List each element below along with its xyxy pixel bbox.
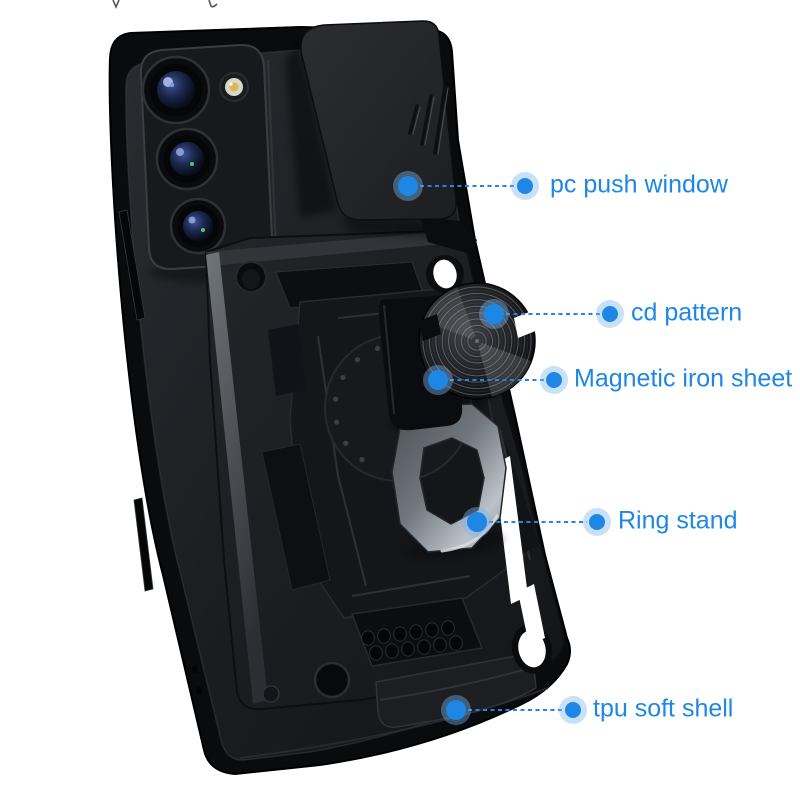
disc-notch-left (419, 314, 441, 341)
plate-left-bevel (206, 252, 268, 704)
cylinder-edge-highlight (383, 304, 395, 415)
slide-cover-plate (300, 20, 457, 221)
cd-pattern-disc (418, 282, 538, 400)
camera-lens-3 (169, 197, 227, 255)
bottom-rim-line (239, 687, 549, 759)
slide-cover (285, 20, 477, 254)
facet-recess-left (268, 324, 306, 396)
plate-top-bevel (206, 230, 464, 266)
mount-rivets (333, 342, 403, 463)
tpu-panel-line (379, 667, 531, 701)
facet-recess-n (261, 443, 331, 591)
small-screw (262, 685, 280, 703)
slide-cover-shadow (285, 40, 336, 218)
vent-sliver-2 (518, 584, 545, 645)
grip-lines (408, 85, 449, 155)
camera-lens-2 (155, 127, 219, 191)
slide-rail-corner (420, 216, 477, 254)
facet-wing-right (505, 440, 540, 555)
disc-center-dot (475, 339, 479, 343)
bottom-button (313, 661, 351, 699)
island-edge-highlight (267, 59, 277, 251)
camera-lens-1 (141, 55, 211, 125)
camera-flash (219, 72, 249, 102)
corner-hole-top-right (426, 255, 464, 293)
disc-notch-right (514, 310, 538, 338)
side-button-grooves (118, 209, 154, 592)
honeycomb-dots (361, 620, 463, 661)
screw-hole-inner (242, 269, 260, 289)
cropped-text-fragments (112, 0, 218, 10)
side-port-holes (192, 664, 202, 696)
disc-sheen-upper (423, 287, 477, 341)
slide-cover-bottom-shadow (340, 216, 445, 238)
disc-sheen-lower (477, 341, 531, 397)
